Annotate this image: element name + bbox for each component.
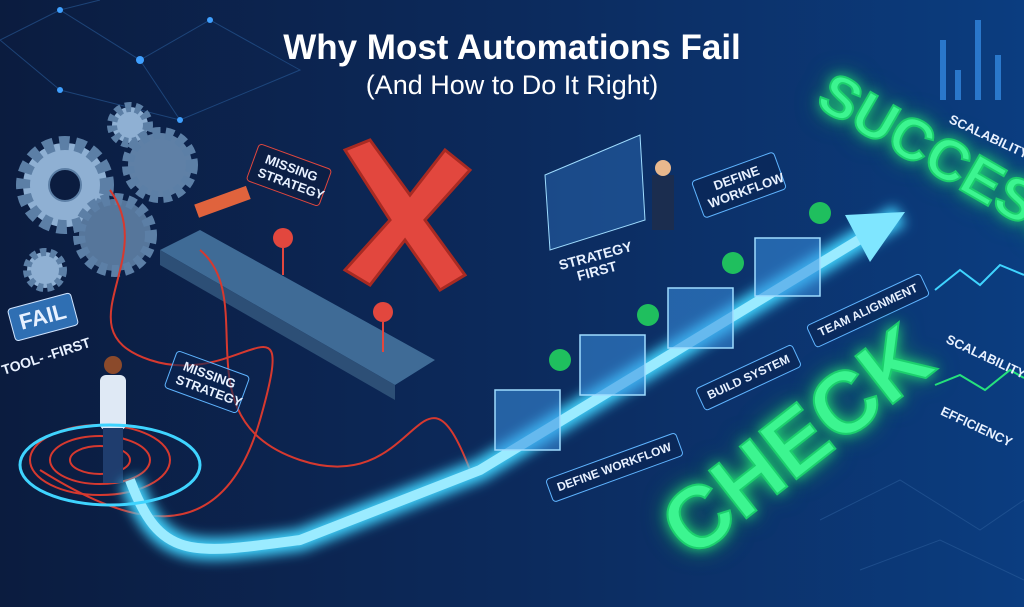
stop-sign-icon	[273, 228, 393, 352]
network-lines	[0, 0, 1024, 581]
network-nodes	[57, 7, 213, 123]
page-subtitle: (And How to Do It Right)	[365, 70, 659, 100]
conveyor-belt	[160, 185, 435, 400]
red-x-icon	[342, 138, 473, 293]
strategy-board	[544, 134, 674, 251]
gear-icon	[16, 102, 198, 292]
stressed-person	[100, 356, 126, 483]
checkmark-icon	[549, 202, 831, 371]
process-cubes	[494, 237, 821, 451]
glowing-path	[18, 205, 906, 560]
arrow-head-icon	[845, 212, 905, 262]
page-title: Why Most Automations Fail	[283, 28, 741, 67]
dashboard-charts	[934, 20, 1024, 392]
